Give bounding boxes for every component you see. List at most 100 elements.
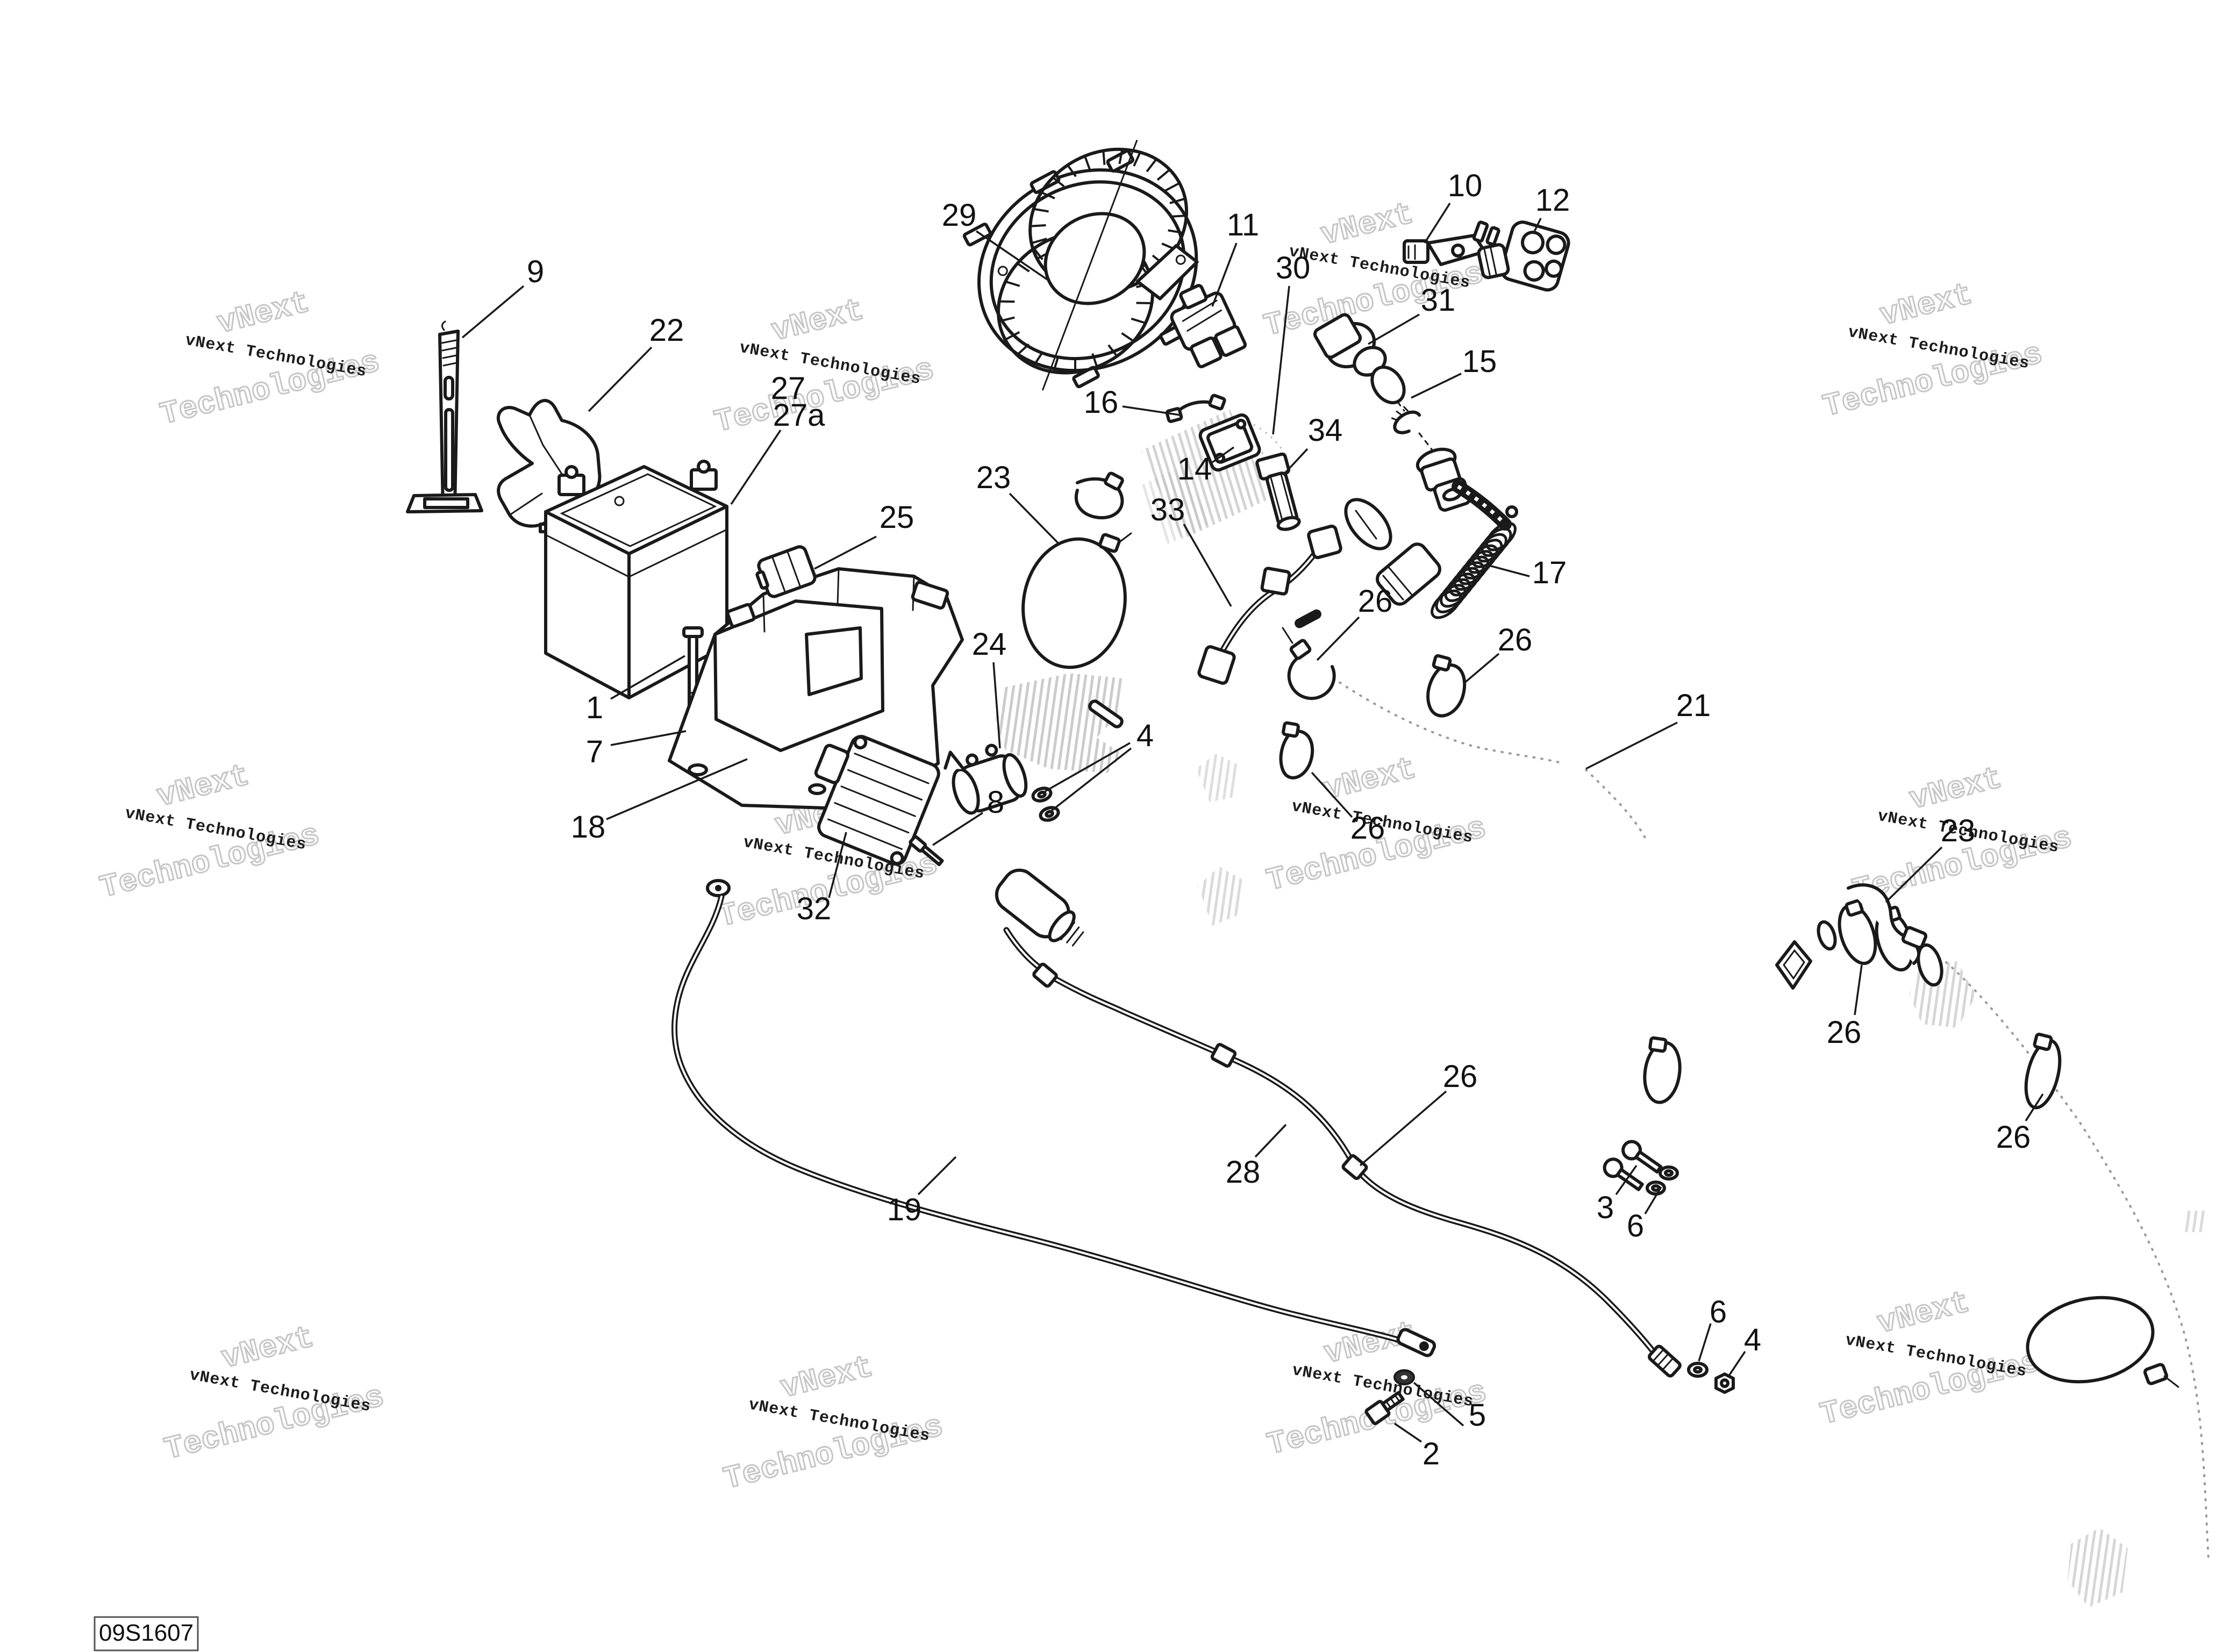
leader-line [730, 430, 782, 505]
leader-line [1285, 448, 1309, 473]
part-number-label: 31 [1421, 283, 1456, 318]
leader-line [1254, 1124, 1287, 1158]
leader-line [1698, 1323, 1712, 1362]
leader-line [2025, 1093, 2044, 1121]
leader-line [932, 812, 983, 846]
part-number-label: 5 [1469, 1398, 1486, 1433]
leader-line [1368, 313, 1420, 345]
leader-line [992, 662, 1001, 749]
cable-tie-26-round [1282, 627, 1336, 700]
retaining-clip-15 [1391, 406, 1421, 434]
part-number-label: 11 [1227, 208, 1259, 242]
watermark-outline-vnext: vNext [1906, 761, 2006, 818]
switch-block-12 [1477, 220, 1570, 292]
leader-line [1424, 203, 1451, 244]
part-number-label: 4 [1744, 1322, 1761, 1357]
watermark-outline-vnext: vNext [1318, 197, 1417, 253]
part-number-label: 10 [1448, 168, 1483, 203]
part-number-label: 23 [976, 460, 1011, 495]
leader-line [1183, 524, 1232, 607]
leader-line [610, 730, 687, 746]
cable-tie-26-teardrop-mid [1426, 654, 1467, 718]
handlebar-switch-11 [1170, 284, 1247, 369]
leader-line [1413, 1382, 1464, 1427]
part-number-label: 23 [1941, 813, 1976, 848]
part-number-label: 26 [1443, 1059, 1478, 1094]
part-number-label: 8 [987, 785, 1004, 820]
leader-line [1009, 492, 1059, 544]
leader-line [610, 655, 685, 700]
watermark-outline-vnext: vNext [218, 1320, 318, 1377]
leader-line [606, 758, 748, 820]
leader-line [1462, 653, 1500, 685]
leader-line [1211, 242, 1238, 307]
sensor-34 [1255, 452, 1301, 531]
battery-terminal-negative [557, 465, 585, 496]
part-number-label: 30 [1276, 251, 1311, 285]
part-number-label: 22 [649, 313, 684, 348]
assembly-axis-dashed [1418, 432, 1435, 454]
part-number-label: 9 [527, 254, 544, 289]
leader-line [1885, 846, 1943, 903]
battery [544, 460, 728, 699]
bolts-3-washers-6 [1603, 1140, 1679, 1196]
leader-line [1045, 742, 1131, 792]
watermark-outline-vnext: vNext [768, 293, 868, 349]
big-cable-tie-bottom-right [2026, 1296, 2179, 1388]
part-number-label: 26 [1996, 1120, 2031, 1155]
leader-line [1211, 446, 1235, 463]
coil-loop [1431, 589, 1462, 619]
leader-line [1727, 1351, 1746, 1378]
watermark-outline-vnext: vNext [1874, 1285, 1974, 1342]
part-number-label: 19 [887, 1192, 922, 1227]
leader-line [1394, 1422, 1422, 1443]
bulb-socket-31 [1313, 313, 1406, 412]
part-number-label: 26 [1358, 584, 1393, 619]
ghost-routing-dotted [1236, 424, 2210, 1560]
part-number-label: 29 [942, 198, 977, 233]
cable-tie-26-teardrop-right [1643, 1036, 1682, 1104]
part-number-label: 16 [1084, 385, 1119, 420]
part-number-label: 6 [1627, 1208, 1644, 1243]
battery-terminal-positive [690, 460, 718, 491]
watermark-outline-vnext: vNext [214, 285, 313, 342]
cable-ties-right-cluster [1775, 899, 1943, 990]
leader-line [1644, 1186, 1662, 1214]
leader-line [461, 285, 525, 339]
part-number-label: 26 [1350, 811, 1385, 846]
part-number-label: 18 [571, 810, 606, 845]
part-number-label: 26 [1827, 1015, 1862, 1050]
leader-line [588, 346, 653, 412]
tether-coil [1431, 521, 1517, 619]
leader-line [1359, 1090, 1447, 1167]
starter-cable-28 [995, 868, 1735, 1394]
bolt-8 [909, 835, 944, 867]
cable-tie-23-left [1021, 471, 1132, 669]
leader-line [1411, 373, 1462, 399]
leader-line [1615, 1164, 1638, 1196]
starter-solenoid [943, 743, 1028, 815]
watermark-outline-vnext: vNext [777, 1350, 877, 1406]
leader-line [976, 230, 1048, 281]
dess-post-switch [1416, 447, 1471, 512]
gauge-cluster [962, 140, 1199, 391]
part-number-label: 34 [1308, 413, 1343, 448]
connector-25 [755, 545, 817, 598]
part-number-label: 32 [797, 891, 832, 926]
part-number-label: 2 [1423, 1436, 1440, 1471]
leader-line [917, 1156, 957, 1196]
part-number-label: 15 [1462, 344, 1497, 379]
hose-clamp-23-right [1847, 883, 1928, 965]
ghost-engine-block [996, 673, 1124, 773]
watermark-outline-vnext: vNext [154, 759, 253, 815]
cable-tie-26-carabiner [2024, 1033, 2062, 1110]
part-number-label: 25 [880, 500, 914, 535]
part-number-label: 14 [1177, 452, 1212, 487]
tether-cord-17 [1344, 480, 1518, 619]
